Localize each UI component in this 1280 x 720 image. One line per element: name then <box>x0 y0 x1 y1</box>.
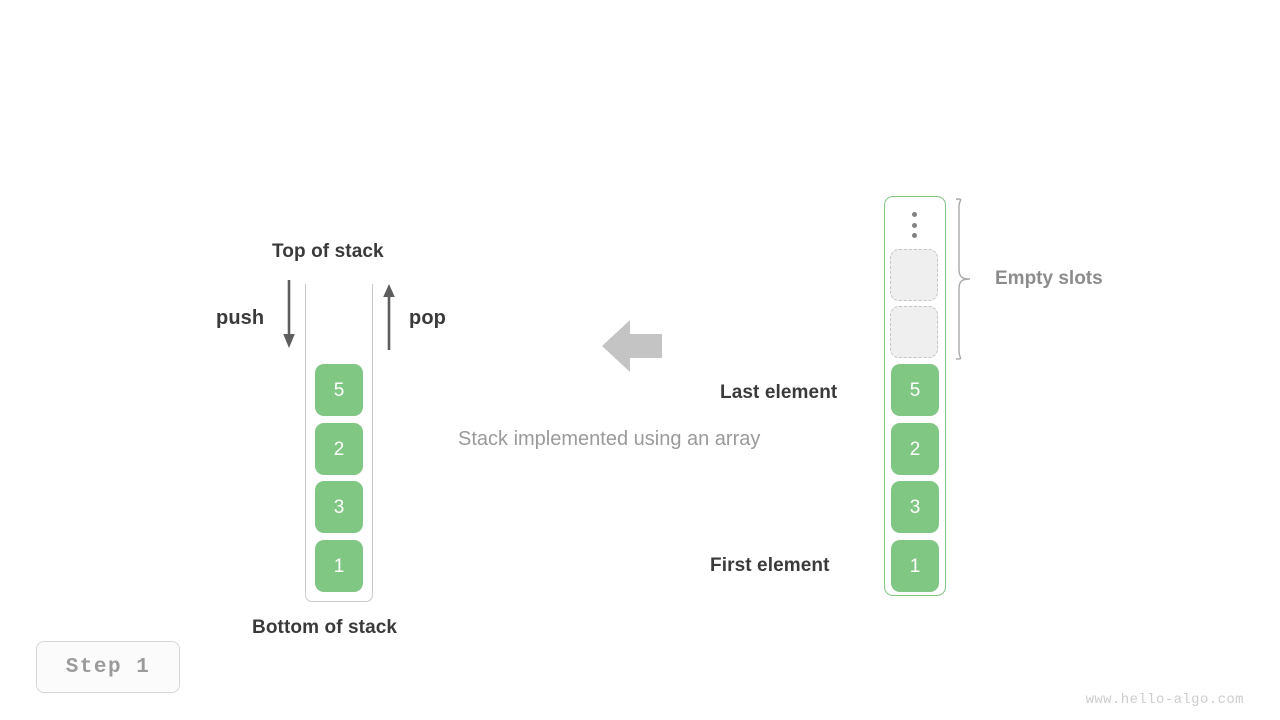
diagram-caption: Stack implemented using an array <box>458 428 761 450</box>
empty-slots-label: Empty slots <box>995 268 1103 289</box>
array-cell: 2 <box>891 423 939 475</box>
first-element-label: First element <box>710 555 830 576</box>
array-cell: 3 <box>891 481 939 533</box>
push-label: push <box>216 307 265 329</box>
empty-slot <box>890 249 938 301</box>
stack-cell: 1 <box>315 540 363 592</box>
array-container <box>884 196 946 596</box>
stack-cell: 3 <box>315 481 363 533</box>
step-badge: Step 1 <box>36 641 180 693</box>
pop-label: pop <box>409 307 446 329</box>
vertical-ellipsis-icon <box>910 212 918 238</box>
array-cell: 1 <box>891 540 939 592</box>
pop-arrow-icon <box>383 284 395 350</box>
push-arrow-icon <box>283 280 295 348</box>
last-element-label: Last element <box>720 382 838 403</box>
watermark: www.hello-algo.com <box>1085 692 1244 708</box>
empty-slots-brace <box>955 198 971 360</box>
bottom-of-stack-label: Bottom of stack <box>252 617 398 638</box>
arrow-left-icon <box>602 320 662 372</box>
empty-slot <box>890 306 938 358</box>
array-cell: 5 <box>891 364 939 416</box>
stack-container <box>305 284 373 602</box>
stack-cell: 5 <box>315 364 363 416</box>
stack-cell: 2 <box>315 423 363 475</box>
top-of-stack-label: Top of stack <box>272 241 384 262</box>
